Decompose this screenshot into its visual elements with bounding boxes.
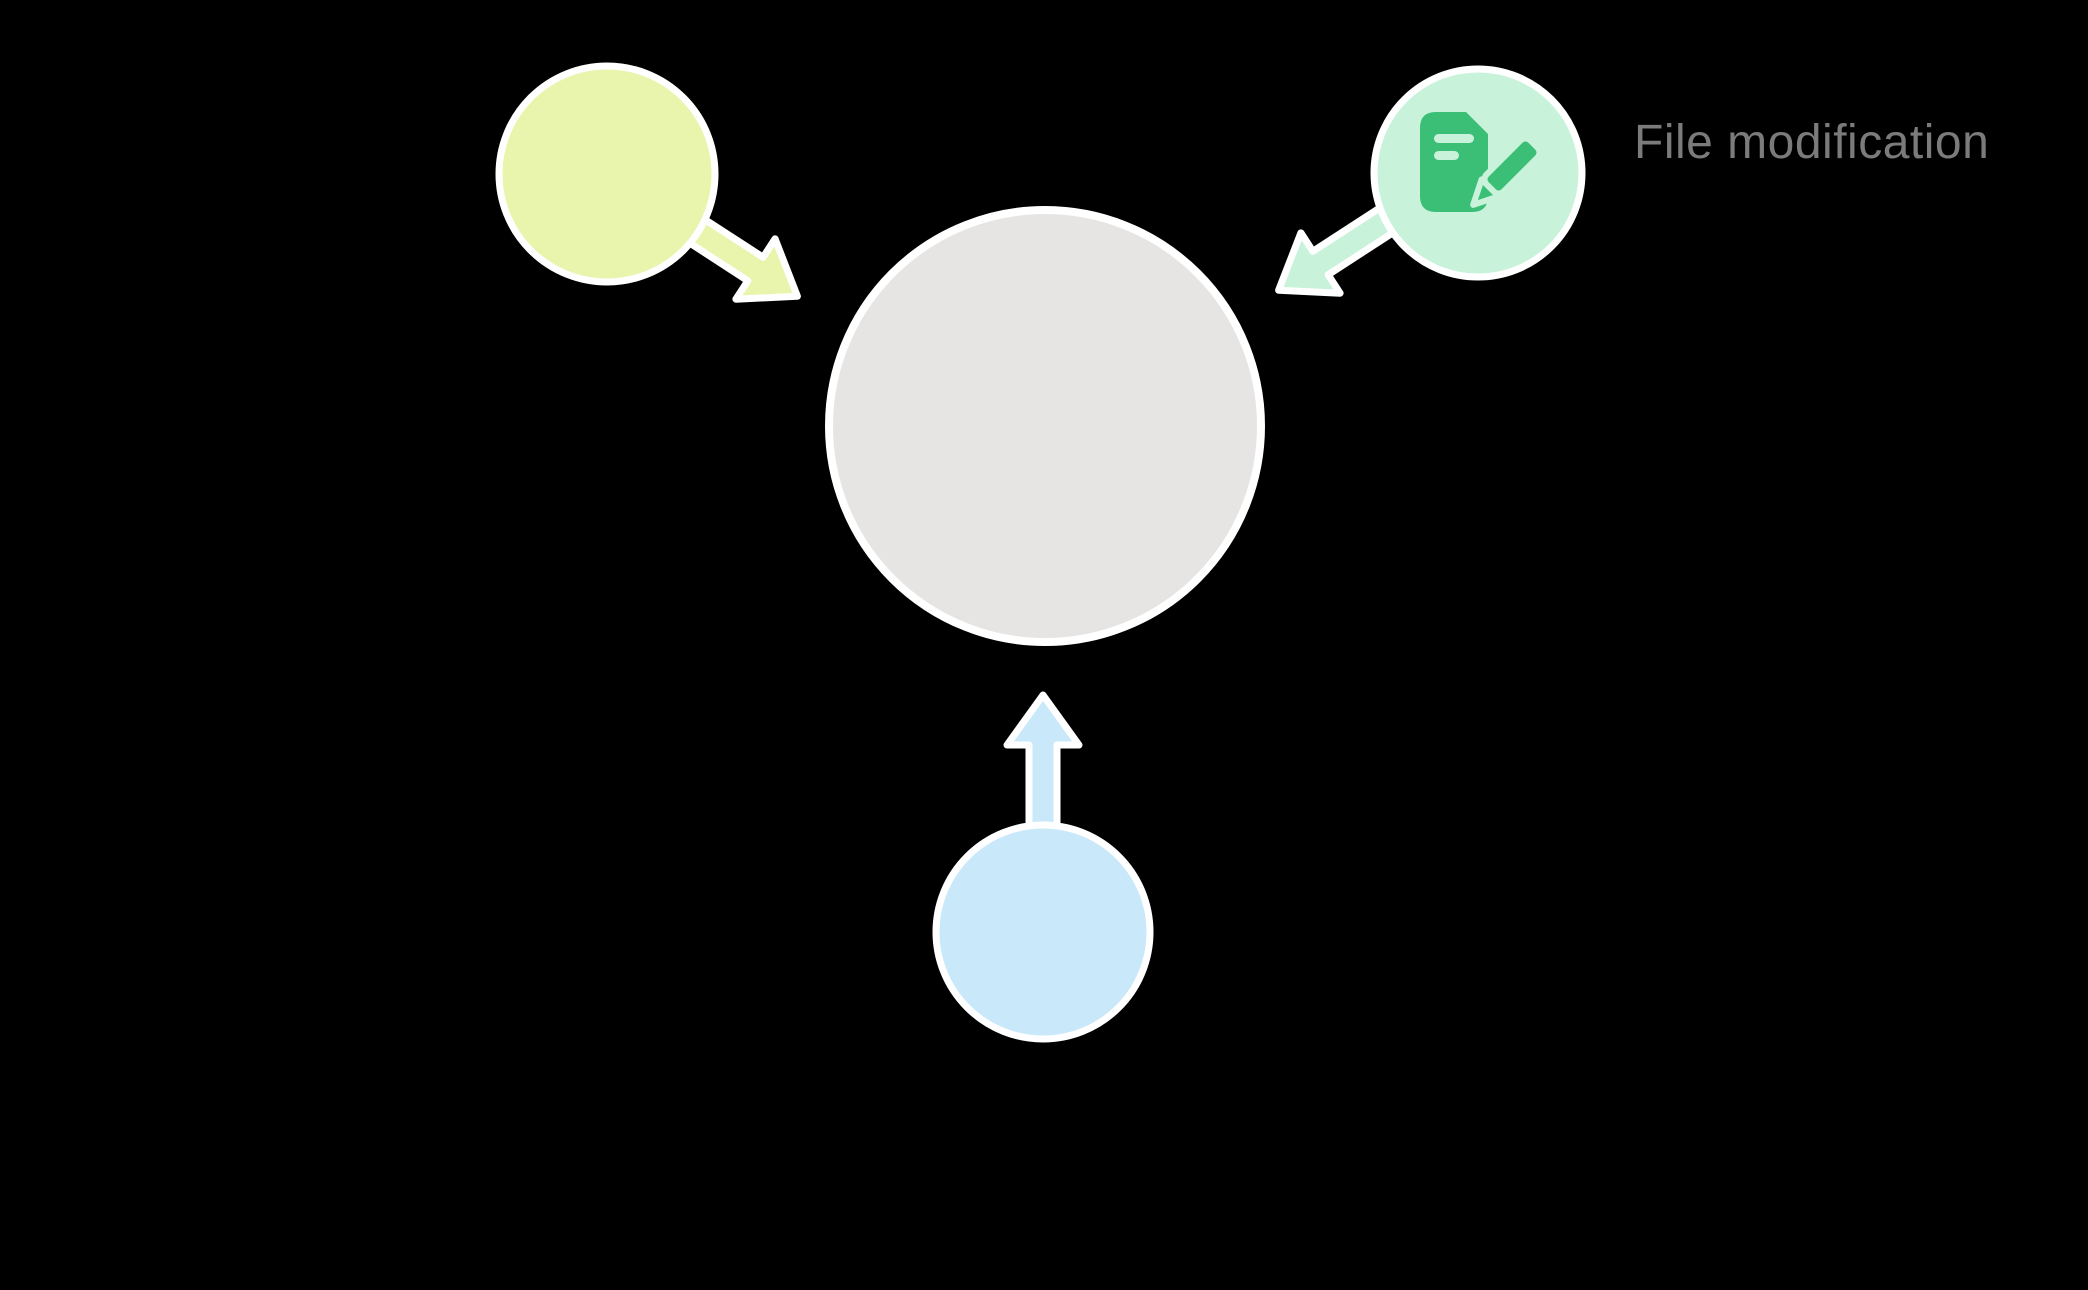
yellow-node (495, 62, 719, 286)
pencil-tip (1470, 176, 1502, 208)
file-modification-label: File modification (1634, 116, 1990, 169)
pencil-icon (1470, 135, 1543, 208)
arrow-green-to-center (1275, 198, 1408, 297)
arrow-blue-to-center (1003, 691, 1083, 839)
file-text-line-1 (1434, 134, 1474, 143)
central-node (825, 206, 1265, 646)
file-text-line-2 (1434, 151, 1459, 160)
blue-node (932, 821, 1154, 1043)
arrow-green-shape (1275, 198, 1408, 297)
arrow-blue-shape (1003, 691, 1083, 839)
file-edit-icon (1420, 112, 1543, 212)
